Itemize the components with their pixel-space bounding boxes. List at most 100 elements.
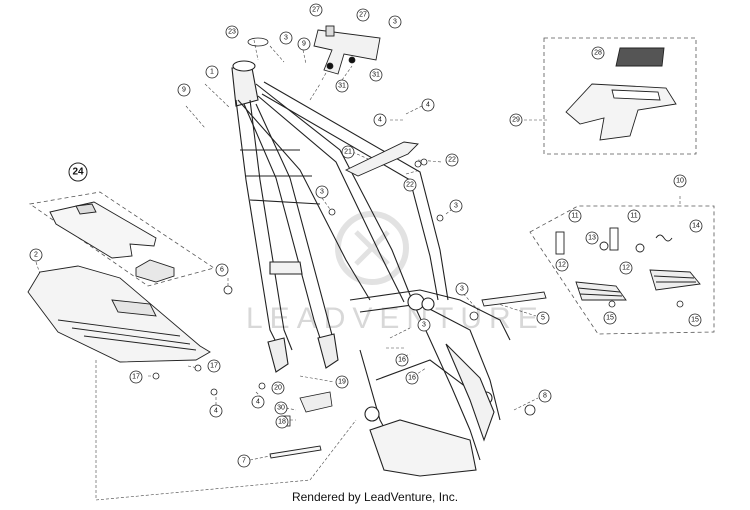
callout-11: 11	[568, 209, 582, 223]
callout-17: 17	[207, 359, 221, 373]
mount-plate-part	[565, 47, 677, 141]
callout-27: 27	[309, 3, 323, 17]
callout-7: 7	[237, 454, 251, 468]
svg-text:27: 27	[312, 7, 320, 14]
svg-text:4: 4	[378, 117, 382, 124]
callout-22: 22	[403, 178, 417, 192]
svg-text:23: 23	[228, 29, 236, 36]
callout-3: 3	[388, 15, 402, 29]
svg-text:13: 13	[588, 235, 596, 242]
callout-24: 24	[68, 162, 88, 182]
svg-text:4: 4	[426, 102, 430, 109]
svg-text:7: 7	[242, 458, 246, 465]
callout-4: 4	[209, 404, 223, 418]
callout-13: 13	[585, 231, 599, 245]
callout-30: 30	[274, 401, 288, 415]
svg-text:3: 3	[454, 203, 458, 210]
callout-18: 18	[275, 415, 289, 429]
svg-text:11: 11	[630, 213, 637, 220]
svg-text:22: 22	[448, 157, 456, 164]
callout-11: 11	[627, 209, 641, 223]
svg-text:30: 30	[277, 405, 285, 412]
bracket-21-part	[344, 141, 419, 177]
footer-credit: Rendered by LeadVenture, Inc.	[291, 490, 459, 504]
callout-29: 29	[509, 113, 523, 127]
svg-text:9: 9	[302, 41, 306, 48]
callout-9: 9	[177, 83, 191, 97]
callout-31: 31	[369, 68, 383, 82]
callout-19: 19	[335, 375, 349, 389]
svg-text:5: 5	[541, 315, 545, 322]
footpeg-part	[555, 227, 701, 301]
mount-plate-kit-box	[543, 37, 697, 155]
callout-8: 8	[538, 389, 552, 403]
callout-31: 31	[335, 79, 349, 93]
svg-text:17: 17	[210, 363, 218, 370]
svg-text:15: 15	[606, 315, 614, 322]
callout-28: 28	[591, 46, 605, 60]
svg-text:3: 3	[284, 35, 288, 42]
svg-text:8: 8	[543, 393, 547, 400]
callout-3: 3	[279, 31, 293, 45]
callout-12: 12	[555, 258, 569, 272]
svg-text:17: 17	[132, 374, 140, 381]
callout-4: 4	[421, 98, 435, 112]
svg-text:16: 16	[398, 357, 406, 364]
svg-text:24: 24	[72, 167, 84, 178]
callout-16: 16	[395, 353, 409, 367]
callout-6: 6	[215, 263, 229, 277]
svg-text:16: 16	[408, 375, 416, 382]
skid-plate-part	[27, 265, 211, 363]
callout-22: 22	[445, 153, 459, 167]
svg-text:2: 2	[34, 252, 38, 259]
callout-2: 2	[29, 248, 43, 262]
callout-1: 1	[205, 65, 219, 79]
svg-text:1: 1	[210, 69, 214, 76]
callout-4: 4	[373, 113, 387, 127]
skid-plate-kit-box	[28, 191, 215, 287]
callout-17: 17	[129, 370, 143, 384]
callout-3: 3	[417, 318, 431, 332]
callout-3: 3	[449, 199, 463, 213]
svg-text:12: 12	[622, 265, 630, 272]
callout-16: 16	[405, 371, 419, 385]
callout-12: 12	[619, 261, 633, 275]
svg-text:10: 10	[676, 178, 684, 185]
callout-20: 20	[271, 381, 285, 395]
svg-text:28: 28	[594, 50, 602, 57]
callout-10: 10	[673, 174, 687, 188]
svg-text:4: 4	[256, 399, 260, 406]
svg-text:18: 18	[278, 419, 286, 426]
callout-15: 15	[603, 311, 617, 325]
frame-part	[231, 60, 511, 477]
svg-text:20: 20	[274, 385, 282, 392]
callout-15: 15	[688, 313, 702, 327]
svg-text:15: 15	[691, 317, 699, 324]
svg-text:21: 21	[344, 149, 352, 156]
callout-9: 9	[297, 37, 311, 51]
footpeg-kit-box	[529, 205, 715, 335]
svg-text:3: 3	[422, 322, 426, 329]
svg-text:3: 3	[460, 286, 464, 293]
callout-5: 5	[536, 311, 550, 325]
svg-text:3: 3	[393, 19, 397, 26]
callout-27: 27	[356, 8, 370, 22]
group-boxes	[28, 37, 715, 335]
svg-text:11: 11	[571, 213, 578, 220]
svg-text:12: 12	[558, 262, 566, 269]
svg-text:29: 29	[512, 117, 520, 124]
svg-text:31: 31	[372, 72, 380, 79]
callout-4: 4	[251, 395, 265, 409]
svg-text:31: 31	[338, 83, 346, 90]
top-bracket-part	[313, 25, 381, 75]
callout-3: 3	[315, 185, 329, 199]
svg-text:4: 4	[214, 408, 218, 415]
svg-text:6: 6	[220, 267, 224, 274]
svg-text:22: 22	[406, 182, 414, 189]
leader-lines	[35, 39, 681, 501]
callout-14: 14	[689, 219, 703, 233]
svg-text:3: 3	[320, 189, 324, 196]
callout-3: 3	[455, 282, 469, 296]
